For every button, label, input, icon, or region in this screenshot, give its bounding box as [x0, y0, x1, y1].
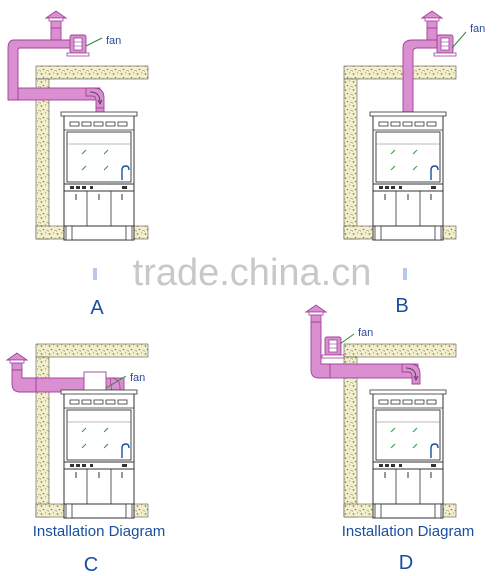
watermark-mark-left — [93, 268, 97, 280]
panel-c-fan-label: fan — [130, 372, 145, 384]
panel-a-letter: A — [90, 297, 104, 319]
panel-d-fume-hood — [369, 389, 447, 519]
panel-a-fan-pointer — [85, 37, 103, 47]
panel-c-caption: Installation Diagram — [33, 523, 166, 540]
panel-c-ceiling — [35, 343, 149, 358]
watermark-text: trade.china.cn — [133, 252, 372, 294]
panel-b-fan-pointer — [451, 31, 467, 49]
panel-a-wall — [35, 78, 50, 240]
panel-d-wall — [343, 356, 358, 518]
panel-b-fan-label: fan — [470, 23, 485, 35]
panel-b-ceiling — [343, 65, 457, 80]
panel-c-letter: C — [84, 554, 98, 576]
panel-a-fume-hood — [60, 111, 138, 241]
panel-b-duct — [402, 39, 438, 113]
panel-c-fan-pointer — [105, 375, 127, 389]
panel-b-fume-hood — [369, 111, 447, 241]
panel-d-fan-label: fan — [358, 327, 373, 339]
panel-a: fan A — [7, 10, 149, 319]
panel-d-letter: D — [399, 552, 413, 574]
panel-b: fan B — [343, 10, 485, 317]
panel-b-wall — [343, 78, 358, 240]
panel-c: fan Installation Diagram C — [6, 343, 166, 576]
panel-d-ceiling — [343, 343, 457, 358]
panel-d-caption: Installation Diagram — [342, 523, 475, 540]
panel-d: fan Installation Diagram D — [305, 304, 475, 574]
panel-b-letter: B — [395, 295, 408, 317]
panel-c-fume-hood — [60, 389, 138, 519]
panel-c-fan — [83, 371, 107, 393]
panel-a-fan-label: fan — [106, 35, 121, 47]
panel-d-fan-pointer — [339, 333, 355, 345]
panel-a-ceiling — [35, 65, 149, 80]
watermark-mark-right — [403, 268, 407, 280]
